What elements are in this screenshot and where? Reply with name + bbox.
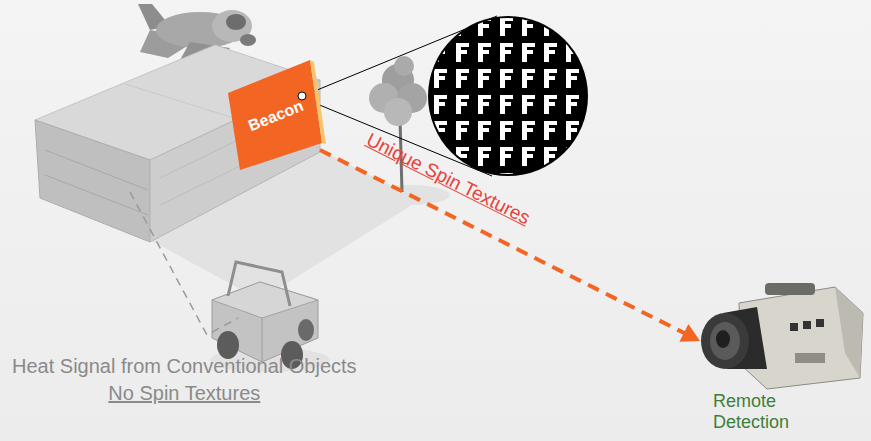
beacon-panel: Beacon xyxy=(225,60,326,172)
node-label: Remote Detection xyxy=(713,391,803,433)
car xyxy=(212,262,318,369)
annotation-text: No Spin Textures xyxy=(108,382,260,405)
bracket-line xyxy=(130,192,238,335)
arrow-head xyxy=(679,324,700,342)
connector-line xyxy=(320,150,686,334)
annotation-text: Heat Signal from Conventional Objects xyxy=(12,355,357,378)
camera-detector: Remote Detection xyxy=(695,283,867,438)
dashed-arrow xyxy=(320,150,700,342)
magnifier xyxy=(305,16,588,176)
